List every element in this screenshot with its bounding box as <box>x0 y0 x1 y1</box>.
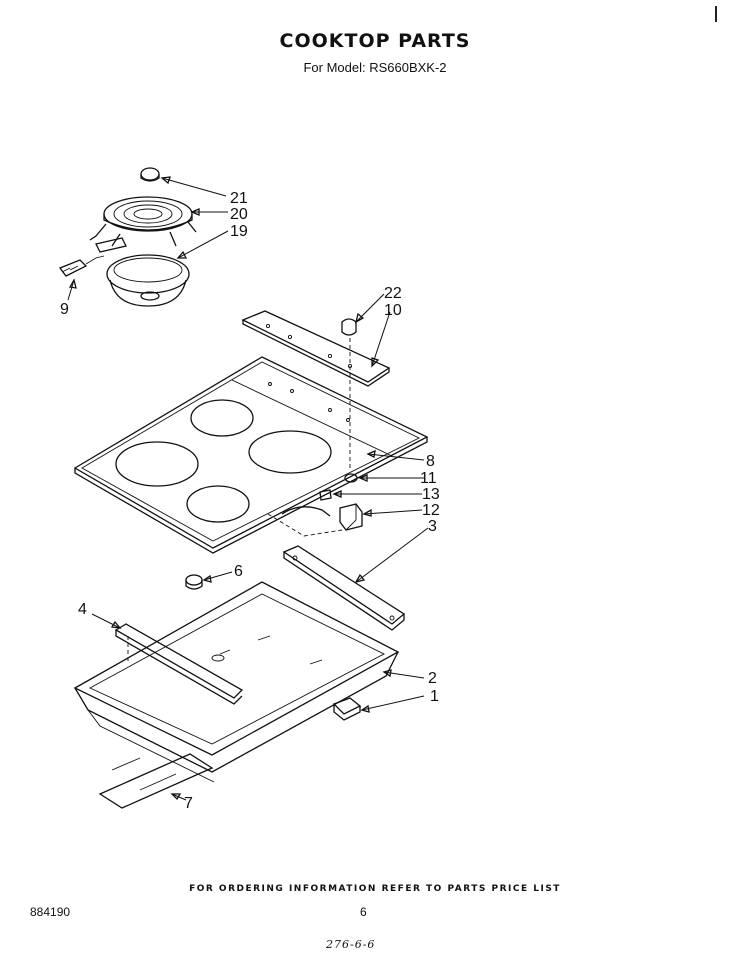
callout-11: 11 <box>420 470 437 487</box>
control-panel-strip <box>241 310 391 470</box>
callout-4: 4 <box>78 601 87 618</box>
callout-6: 6 <box>234 563 243 580</box>
callout-7: 7 <box>184 795 193 812</box>
callout-8: 8 <box>426 453 435 470</box>
document-number: 884190 <box>30 905 71 919</box>
switch-assembly <box>267 473 363 537</box>
leader-lines <box>67 176 429 801</box>
callout-9: 9 <box>60 301 69 318</box>
callout-3: 3 <box>428 518 437 535</box>
ordering-note: FOR ORDERING INFORMATION REFER TO PARTS … <box>189 884 561 894</box>
edge-mark <box>715 6 717 22</box>
callout-20: 20 <box>230 206 248 223</box>
callout-22: 22 <box>384 285 402 302</box>
callout-21: 21 <box>230 190 248 207</box>
bottom-panel <box>98 753 214 809</box>
front-bracket <box>332 697 362 721</box>
rear-bracket <box>282 545 406 631</box>
page-number: 6 <box>360 905 367 919</box>
callout-2: 2 <box>428 670 437 687</box>
callout-19: 19 <box>230 223 248 240</box>
callout-labels: 21 20 19 9 22 10 8 11 13 12 3 6 4 2 1 7 <box>60 190 440 812</box>
surface-element-assembly <box>58 167 197 307</box>
grommet <box>185 574 203 590</box>
handwritten-note: 276-6-6 <box>326 938 376 951</box>
burner-box <box>73 581 400 783</box>
callout-13: 13 <box>422 486 440 503</box>
model-subtitle: For Model: RS660BXK-2 <box>303 60 447 75</box>
callout-10: 10 <box>384 302 402 319</box>
callout-1: 1 <box>430 688 439 705</box>
glass-cooktop <box>73 356 429 554</box>
page-title: COOKTOP PARTS <box>279 30 471 52</box>
callout-12: 12 <box>422 502 440 519</box>
